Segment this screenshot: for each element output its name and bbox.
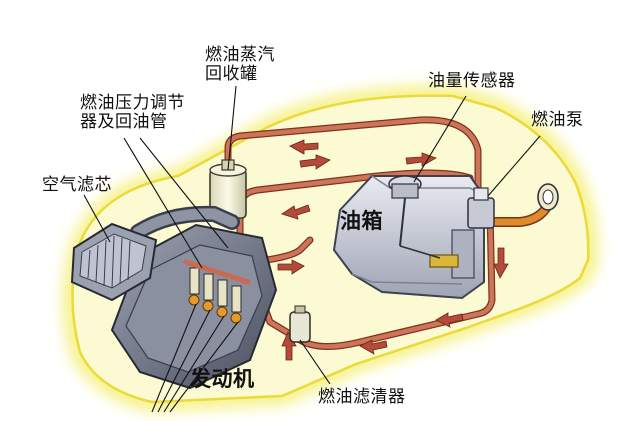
label-vapor-canister-line2: 回收罐 xyxy=(205,64,258,85)
arrow-left-icon xyxy=(289,139,319,155)
label-air-filter: 空气滤芯 xyxy=(42,175,112,195)
flow-arrows xyxy=(277,139,509,361)
label-engine: 发动机 xyxy=(190,367,255,391)
label-pressure-regulator-line2: 器及回油管 xyxy=(80,112,168,133)
fuel-pump-icon xyxy=(467,183,559,229)
fuel-filter-icon xyxy=(289,305,311,343)
arrow-up-icon xyxy=(281,331,297,361)
label-level-sensor: 油量传感器 xyxy=(428,71,516,91)
level-sensor-icon xyxy=(388,175,459,268)
label-fuel-pump: 燃油泵 xyxy=(531,110,584,130)
arrow-down-icon xyxy=(493,247,509,279)
arrow-left-icon xyxy=(359,339,388,355)
label-fuel-filter: 燃油滤清器 xyxy=(318,387,406,407)
label-pressure-regulator: 燃油压力调节 器及回油管 xyxy=(80,93,185,133)
arrow-left-icon xyxy=(281,204,311,220)
injector-rail xyxy=(183,259,251,324)
label-fuel-tank: 油箱 xyxy=(340,209,383,233)
label-pressure-regulator-line1: 燃油压力调节 xyxy=(80,93,185,113)
leader-lines xyxy=(83,85,541,413)
arrow-right-icon xyxy=(405,152,437,167)
air-filter-icon xyxy=(70,222,158,302)
label-vapor-canister-line1: 燃油蒸汽 xyxy=(205,45,275,65)
arrow-left-icon xyxy=(435,312,464,328)
arrow-right-icon xyxy=(299,154,331,170)
arrow-right-icon xyxy=(277,259,305,275)
label-vapor-canister: 燃油蒸汽 回收罐 xyxy=(205,45,275,85)
